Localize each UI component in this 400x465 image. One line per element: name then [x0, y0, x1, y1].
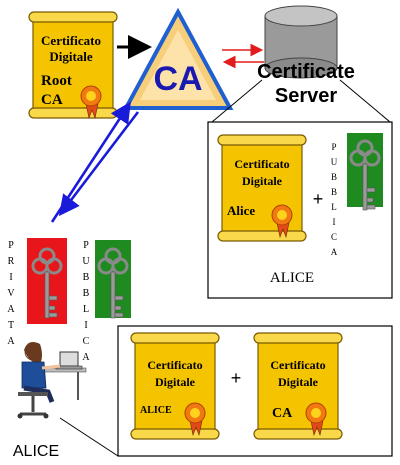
svg-text:R: R — [8, 256, 15, 267]
svg-text:P: P — [8, 240, 14, 251]
public-key-icon — [95, 240, 131, 320]
alice-cert-subtitle: Digitale — [155, 375, 196, 389]
svg-text:A: A — [7, 304, 15, 315]
svg-text:P: P — [331, 142, 336, 152]
svg-text:I: I — [84, 320, 87, 331]
server-cert-title: Certificato — [234, 157, 289, 171]
svg-text:P: P — [83, 240, 89, 251]
svg-text:C: C — [331, 232, 337, 242]
svg-text:U: U — [82, 256, 90, 267]
ca-triangle: CA — [122, 7, 234, 110]
ca-cert-name: CA — [272, 406, 293, 421]
root-cert-line4: CA — [41, 92, 63, 108]
server-plus: + — [313, 189, 324, 209]
alice-cert-name: ALICE — [140, 405, 172, 416]
root-cert-title: Certificato — [41, 33, 101, 48]
alice-cert-title: Certificato — [147, 358, 202, 372]
root-cert-subtitle: Digitale — [49, 49, 93, 64]
ca-cert-title: Certificato — [270, 358, 325, 372]
alice-certificate-server: Certificato Digitale Alice — [217, 134, 307, 242]
svg-text:A: A — [82, 352, 90, 363]
server-alice-label: ALICE — [270, 270, 314, 286]
svg-text:B: B — [331, 187, 337, 197]
svg-text:B: B — [83, 288, 90, 299]
server-box-connector-right — [339, 79, 391, 123]
server-cert-subtitle: Digitale — [242, 174, 283, 188]
svg-text:B: B — [83, 272, 90, 283]
server-box-connector-left — [211, 79, 263, 123]
svg-text:A: A — [7, 336, 15, 347]
svg-text:C: C — [83, 336, 90, 347]
svg-text:B: B — [331, 172, 337, 182]
alice-box-connector — [59, 417, 119, 457]
svg-text:T: T — [8, 320, 14, 331]
ca-certificate: Certificato Digitale CA — [253, 332, 343, 440]
alice-certificate: Certificato Digitale ALICE — [130, 332, 220, 440]
server-label-line2: Server — [275, 85, 337, 107]
alice-label: ALICE — [13, 443, 59, 460]
database-cylinder-icon — [264, 5, 338, 79]
arrow-ca-to-alice — [58, 111, 140, 217]
private-key-icon — [27, 238, 67, 324]
arrow-alice-to-ca — [50, 101, 131, 223]
svg-text:I: I — [333, 217, 336, 227]
alice-public-key-label: P U B B L I C A — [82, 240, 90, 363]
ca-label: CA — [153, 60, 202, 98]
alice-private-key-label: P R I V A T A — [7, 240, 15, 347]
svg-text:U: U — [331, 157, 338, 167]
server-label-line1: Certificate — [257, 61, 355, 83]
svg-text:L: L — [83, 304, 89, 315]
bottom-plus: + — [231, 368, 242, 388]
svg-text:L: L — [331, 202, 337, 212]
svg-text:V: V — [7, 288, 15, 299]
server-storage-box: Certificato Digitale Alice + P U B B L I… — [207, 121, 393, 299]
ca-cert-subtitle: Digitale — [278, 375, 319, 389]
root-cert-line3: Root — [41, 73, 72, 89]
svg-text:A: A — [331, 247, 338, 257]
alice-storage-box: Certificato Digitale ALICE + Certificato… — [117, 325, 393, 457]
root-ca-certificate: Certificato Digitale Root CA — [28, 11, 118, 119]
server-public-key-label: P U B B L I C A — [331, 142, 338, 257]
server-cert-name: Alice — [227, 203, 255, 218]
public-key-icon — [347, 133, 383, 212]
svg-text:I: I — [9, 272, 12, 283]
person-at-computer-icon — [17, 342, 87, 419]
